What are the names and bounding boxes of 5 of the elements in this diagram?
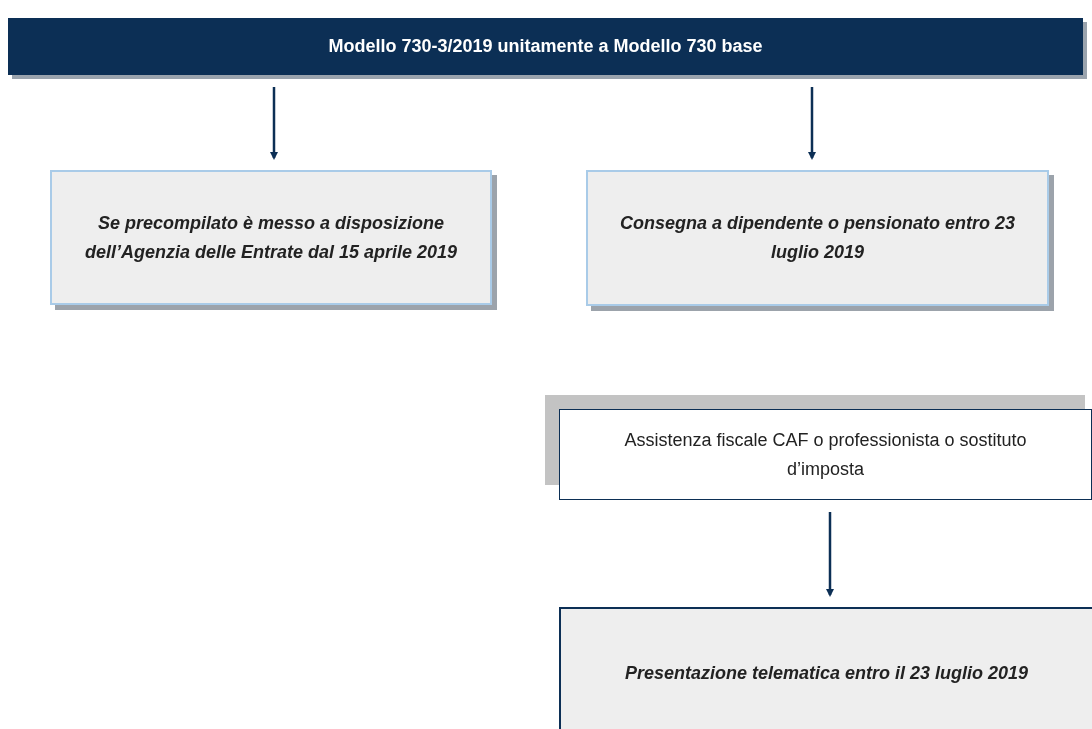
arrow [270,87,278,160]
arrow [826,512,834,597]
arrow [808,87,816,160]
process-box: Assistenza fiscale CAF o professionista o sostituto d’imposta [559,409,1092,500]
process-box: Presentazione telematica entro il 23 luglio 2019 [559,607,1092,729]
